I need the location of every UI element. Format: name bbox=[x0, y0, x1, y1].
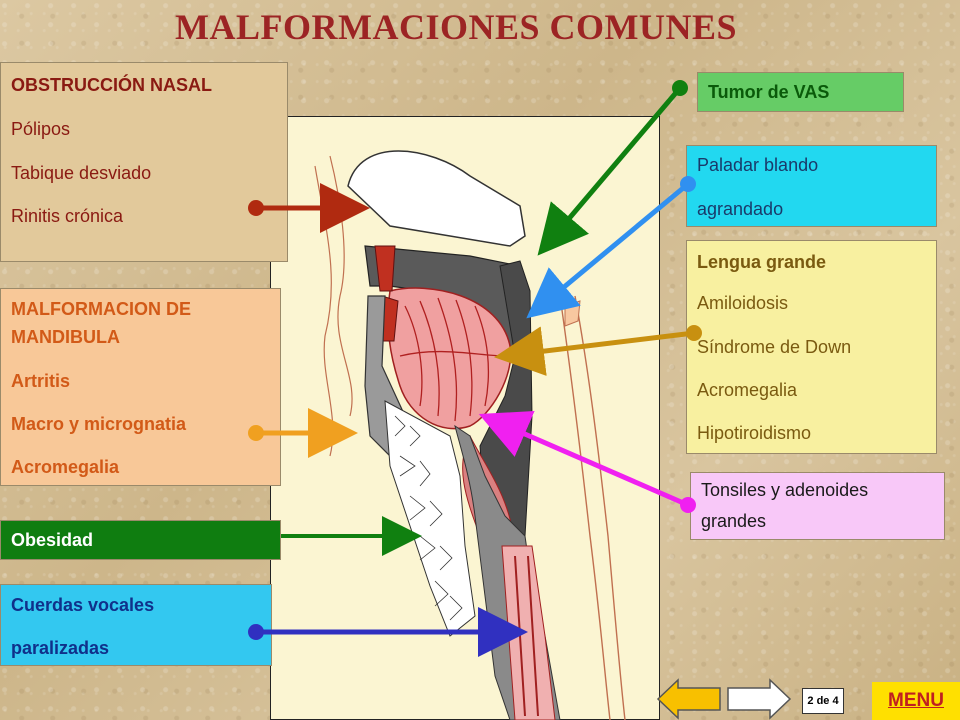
page-indicator: 2 de 4 bbox=[802, 688, 844, 714]
box-cuerdas-vocales: Cuerdas vocales paralizadas bbox=[0, 584, 272, 666]
list-item: Rinitis crónica bbox=[11, 206, 124, 226]
box-heading: OBSTRUCCIÓN NASAL bbox=[11, 75, 212, 95]
box-tonsiles-adenoides: Tonsiles y adenoides grandes bbox=[690, 472, 945, 540]
list-item: Acromegalia bbox=[11, 457, 120, 477]
box-label: paralizadas bbox=[11, 638, 110, 658]
box-tumor-vas: Tumor de VAS bbox=[697, 72, 904, 112]
list-item: Pólipos bbox=[11, 119, 71, 139]
list-item: Amiloidosis bbox=[697, 293, 789, 313]
box-malformacion-mandibula: MALFORMACION DE MANDIBULA Artritis Macro… bbox=[0, 288, 281, 486]
box-label: Paladar blando bbox=[697, 155, 819, 175]
list-item: Acromegalia bbox=[697, 380, 798, 400]
airway-anatomy-illustration bbox=[270, 116, 660, 720]
list-item: Macro y micrognatia bbox=[11, 414, 187, 434]
previous-slide-button[interactable] bbox=[656, 678, 722, 720]
box-paladar-blando: Paladar blando agrandado bbox=[686, 145, 937, 227]
next-slide-button[interactable] bbox=[726, 678, 792, 720]
box-obesidad: Obesidad bbox=[0, 520, 281, 560]
box-heading: MANDIBULA bbox=[11, 327, 120, 347]
box-obstruccion-nasal: OBSTRUCCIÓN NASAL Pólipos Tabique desvia… bbox=[0, 62, 288, 262]
list-item: Tabique desviado bbox=[11, 163, 152, 183]
page-title: MALFORMACIONES COMUNES bbox=[174, 7, 737, 47]
menu-button[interactable]: MENU bbox=[872, 682, 960, 720]
list-item: Síndrome de Down bbox=[697, 337, 852, 357]
list-item: Hipotiroidismo bbox=[697, 423, 812, 443]
box-lengua-grande: Lengua grande Amiloidosis Síndrome de Do… bbox=[686, 240, 937, 454]
box-label: agrandado bbox=[697, 199, 784, 219]
list-item: Artritis bbox=[11, 371, 71, 391]
arrow-left-icon bbox=[656, 678, 721, 720]
box-label: Obesidad bbox=[11, 530, 94, 550]
box-label: Tonsiles y adenoides bbox=[701, 480, 869, 500]
arrow-right-icon bbox=[727, 678, 792, 720]
box-label: grandes bbox=[701, 511, 767, 531]
box-label: Cuerdas vocales bbox=[11, 595, 155, 615]
box-label: Tumor de VAS bbox=[708, 82, 830, 102]
box-heading: MALFORMACION DE bbox=[11, 299, 191, 319]
box-heading: Lengua grande bbox=[697, 252, 827, 272]
